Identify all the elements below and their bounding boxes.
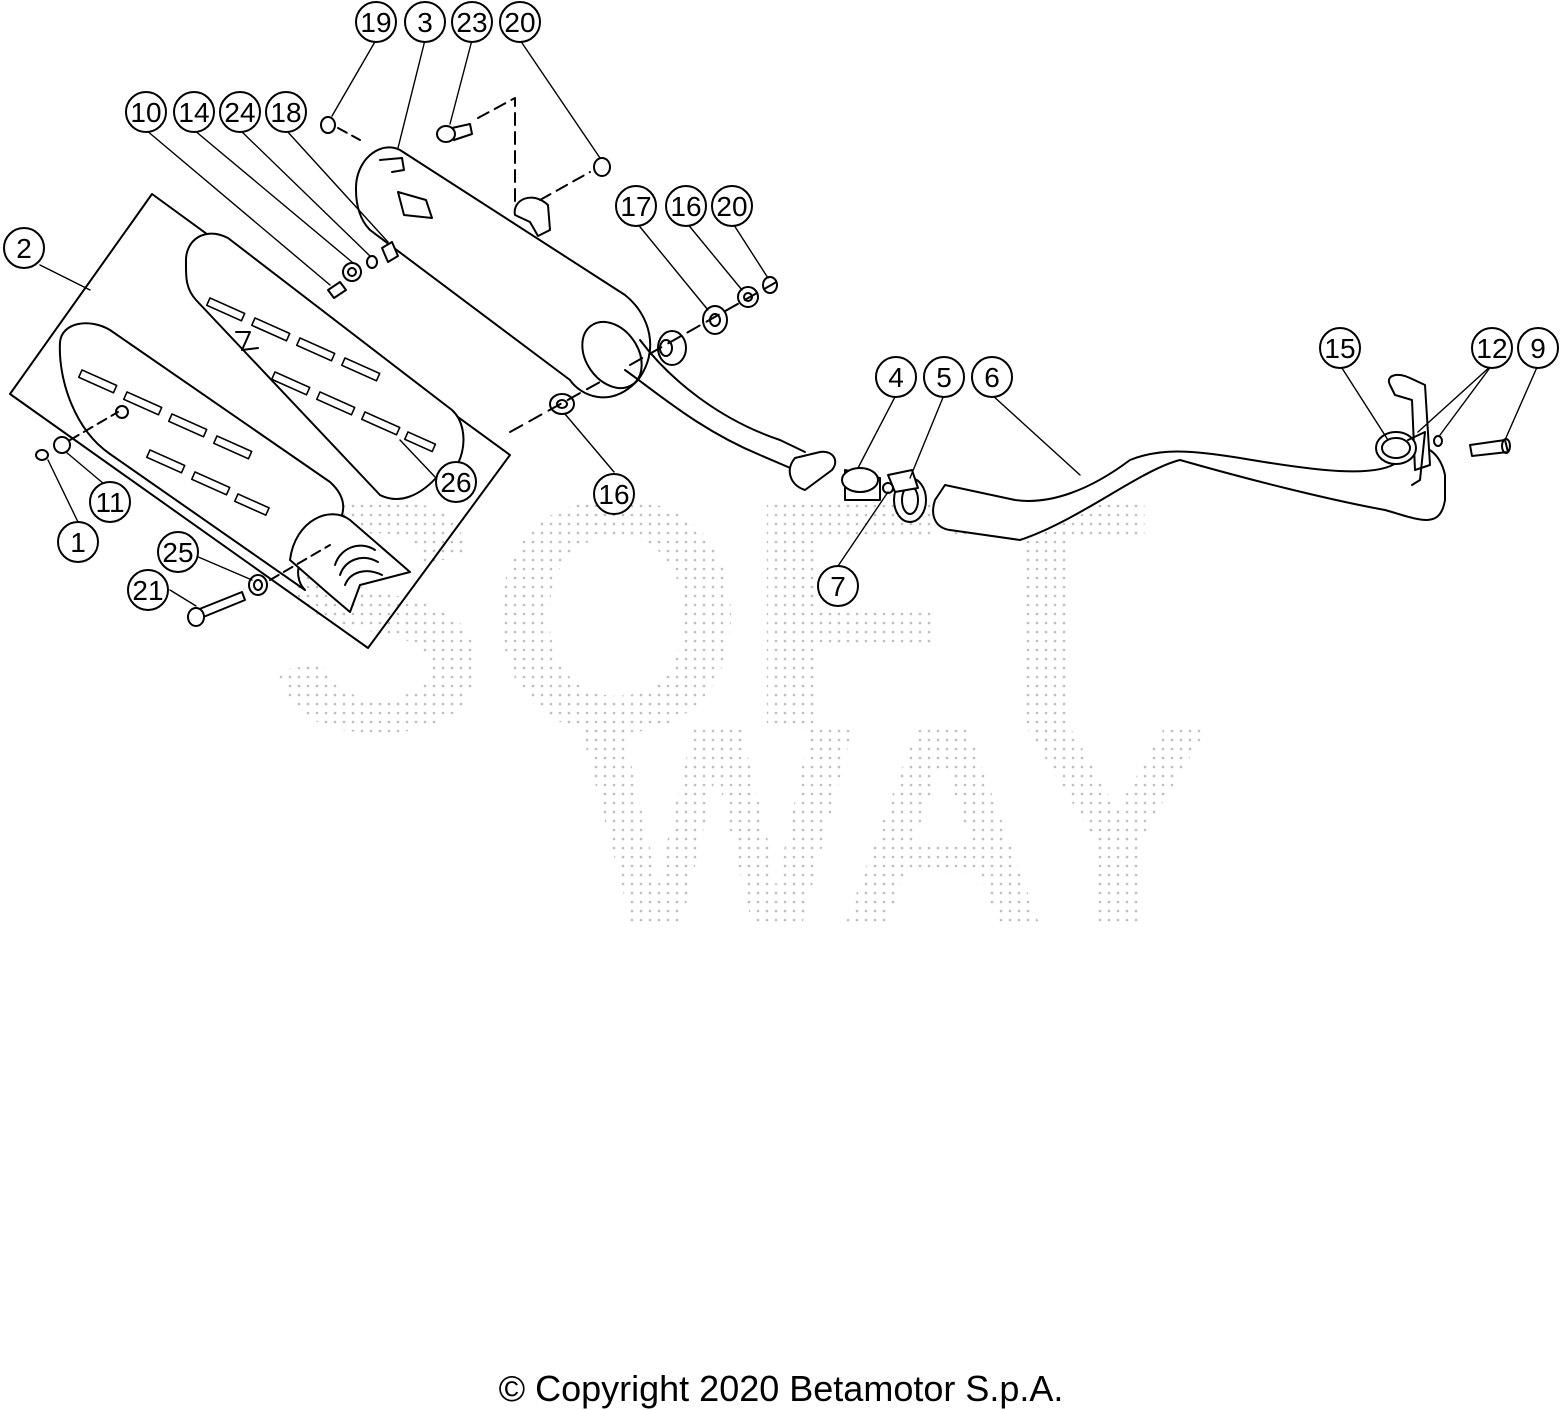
front-heat-shield — [58, 322, 411, 613]
grommet-stack — [629, 276, 781, 366]
callout-1: 1 — [57, 521, 99, 563]
callout-9: 9 — [1517, 327, 1559, 369]
callout-12: 12 — [1471, 327, 1513, 369]
heat-shield-group-box — [9, 193, 511, 649]
svg-text:16: 16 — [670, 191, 701, 222]
shield-screw-left — [35, 411, 119, 461]
svg-text:1: 1 — [70, 527, 86, 558]
callout-18: 18 — [265, 91, 307, 133]
callout-24: 24 — [219, 91, 261, 133]
svg-text:14: 14 — [178, 97, 209, 128]
mount-bushing — [657, 330, 687, 366]
svg-text:19: 19 — [360, 7, 391, 38]
callout-16-top: 16 — [665, 185, 707, 227]
svg-text:3: 3 — [417, 7, 433, 38]
svg-text:15: 15 — [1324, 333, 1355, 364]
callout-7: 7 — [817, 565, 859, 607]
callout-10: 10 — [125, 91, 167, 133]
svg-text:24: 24 — [224, 97, 255, 128]
callout-3: 3 — [404, 1, 446, 43]
callout-6: 6 — [971, 356, 1013, 398]
svg-text:5: 5 — [936, 362, 952, 393]
callout-2: 2 — [3, 227, 45, 269]
watermark-bottom-text: WAY — [580, 663, 1214, 987]
svg-text:23: 23 — [456, 7, 487, 38]
svg-text:6: 6 — [984, 362, 1000, 393]
callout-20-mid: 20 — [711, 185, 753, 227]
svg-text:4: 4 — [888, 362, 904, 393]
svg-text:17: 17 — [620, 191, 651, 222]
svg-text:21: 21 — [132, 575, 163, 606]
callout-21: 21 — [127, 569, 169, 611]
lower-washer — [509, 381, 601, 433]
silencer-outlet-pipe — [624, 339, 806, 471]
silencer-small-parts — [327, 241, 399, 299]
callout-11: 11 — [89, 481, 131, 523]
svg-text:16: 16 — [598, 479, 629, 510]
callout-16-low: 16 — [593, 473, 635, 515]
callouts: 19 3 23 20 10 14 24 18 2 17 16 20 15 12 … — [3, 1, 1559, 611]
callout-4: 4 — [875, 356, 917, 398]
callout-23: 23 — [451, 1, 493, 43]
callout-15: 15 — [1319, 327, 1361, 369]
softway-watermark: SOFT WAY — [268, 431, 1214, 987]
leader-lines — [39, 39, 1539, 607]
pipe-sleeve-and-clamp — [788, 450, 927, 523]
svg-text:2: 2 — [16, 233, 32, 264]
svg-text:26: 26 — [440, 467, 471, 498]
callout-17: 17 — [615, 185, 657, 227]
header-pipe — [932, 373, 1511, 541]
callout-26: 26 — [435, 461, 477, 503]
top-fasteners — [320, 97, 611, 206]
svg-text:10: 10 — [130, 97, 161, 128]
svg-text:7: 7 — [830, 571, 846, 602]
silencer-body — [354, 146, 652, 399]
svg-text:20: 20 — [716, 191, 747, 222]
svg-text:11: 11 — [95, 487, 124, 518]
shield-bolt-lower — [187, 544, 331, 627]
svg-text:18: 18 — [270, 97, 301, 128]
callout-20-top: 20 — [499, 1, 541, 43]
copyright-footer: © Copyright 2020 Betamotor S.p.A. — [498, 1368, 1064, 1409]
callout-19: 19 — [355, 1, 397, 43]
svg-text:25: 25 — [162, 537, 193, 568]
callout-14: 14 — [173, 91, 215, 133]
svg-text:12: 12 — [1476, 333, 1507, 364]
svg-text:20: 20 — [504, 7, 535, 38]
callout-25: 25 — [157, 531, 199, 573]
svg-text:9: 9 — [1530, 333, 1546, 364]
callout-5: 5 — [923, 356, 965, 398]
